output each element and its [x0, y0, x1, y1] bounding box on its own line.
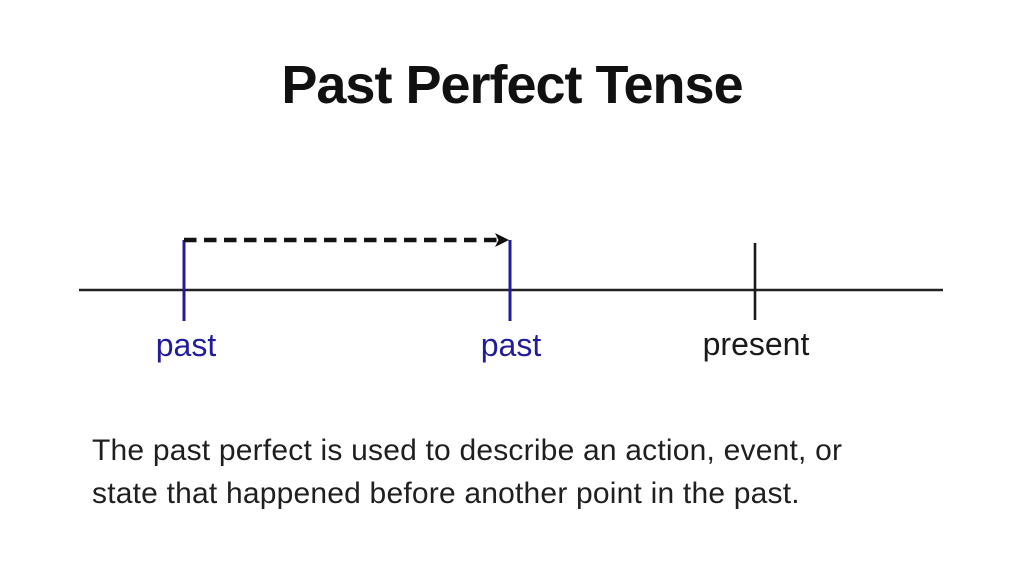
label-past-start: past [155, 327, 217, 363]
label-present: present [702, 326, 810, 362]
page-title: Past Perfect Tense [281, 55, 743, 115]
explanation-line-2: state that happened before another point… [92, 477, 800, 510]
explanation-text: The past perfect is used to describe an … [92, 429, 842, 515]
explanation-line-1: The past perfect is used to describe an … [92, 434, 843, 467]
label-past-later: past [480, 327, 542, 363]
